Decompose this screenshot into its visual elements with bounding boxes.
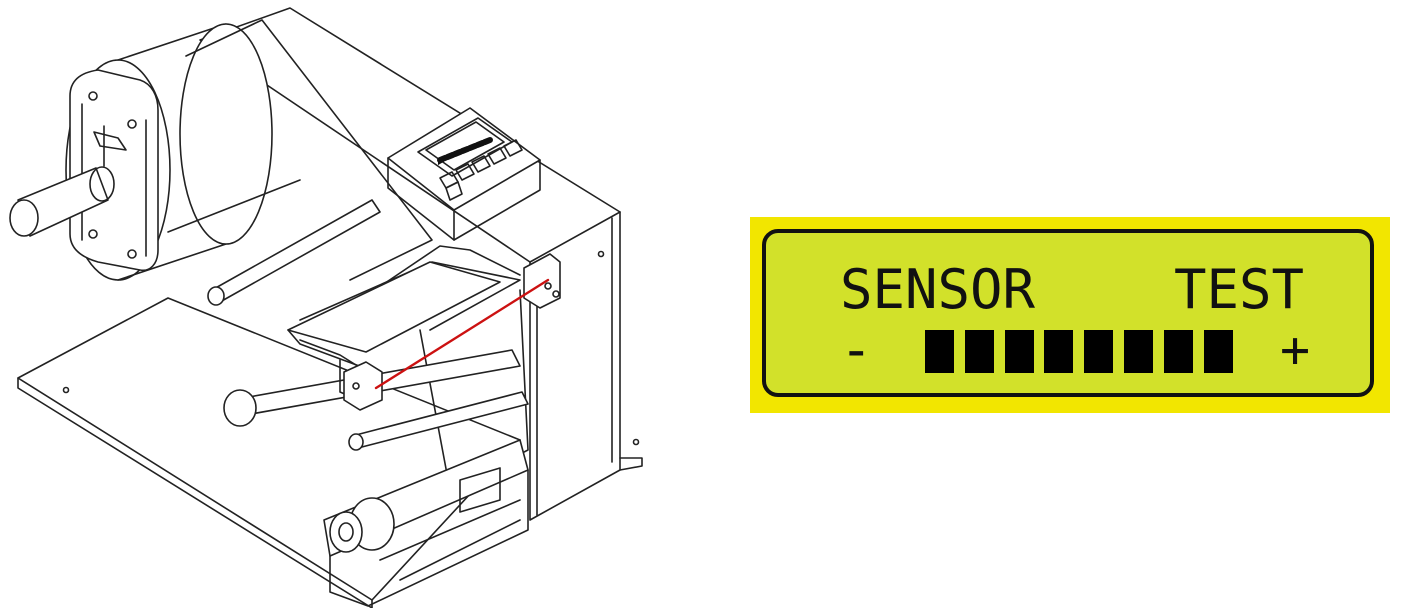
lcd-minus-sign: -	[840, 318, 873, 381]
lcd-bar-segment	[1204, 330, 1233, 373]
panel-buttons	[439, 139, 523, 201]
drive-unit	[323, 439, 529, 607]
lcd-bar-segment	[1084, 330, 1113, 373]
lcd-bar-segment	[1044, 330, 1073, 373]
lcd-line1-left: SENSOR	[840, 258, 1036, 321]
lcd-plus-sign: +	[1280, 321, 1311, 379]
lcd-bar-segment	[925, 330, 954, 373]
lcd-line1-right: TEST	[1174, 258, 1305, 321]
roll-spindle	[9, 166, 115, 237]
sensor-bracket	[343, 253, 561, 411]
roll-end-plate	[69, 69, 159, 272]
sensor-beam-icon	[374, 278, 550, 390]
lcd-bar-segment	[965, 330, 994, 373]
lcd-bar-segment	[1164, 330, 1193, 373]
lcd-bar-segment	[1005, 330, 1034, 373]
lcd-signal-bar	[925, 330, 1233, 373]
lcd-display-frame: SENSOR TEST - +	[750, 217, 1390, 413]
label-applicator-drawing	[9, 7, 643, 608]
lcd-bar-segment	[1124, 330, 1153, 373]
lcd-screen: SENSOR TEST - +	[762, 229, 1374, 397]
control-panel	[387, 107, 541, 241]
